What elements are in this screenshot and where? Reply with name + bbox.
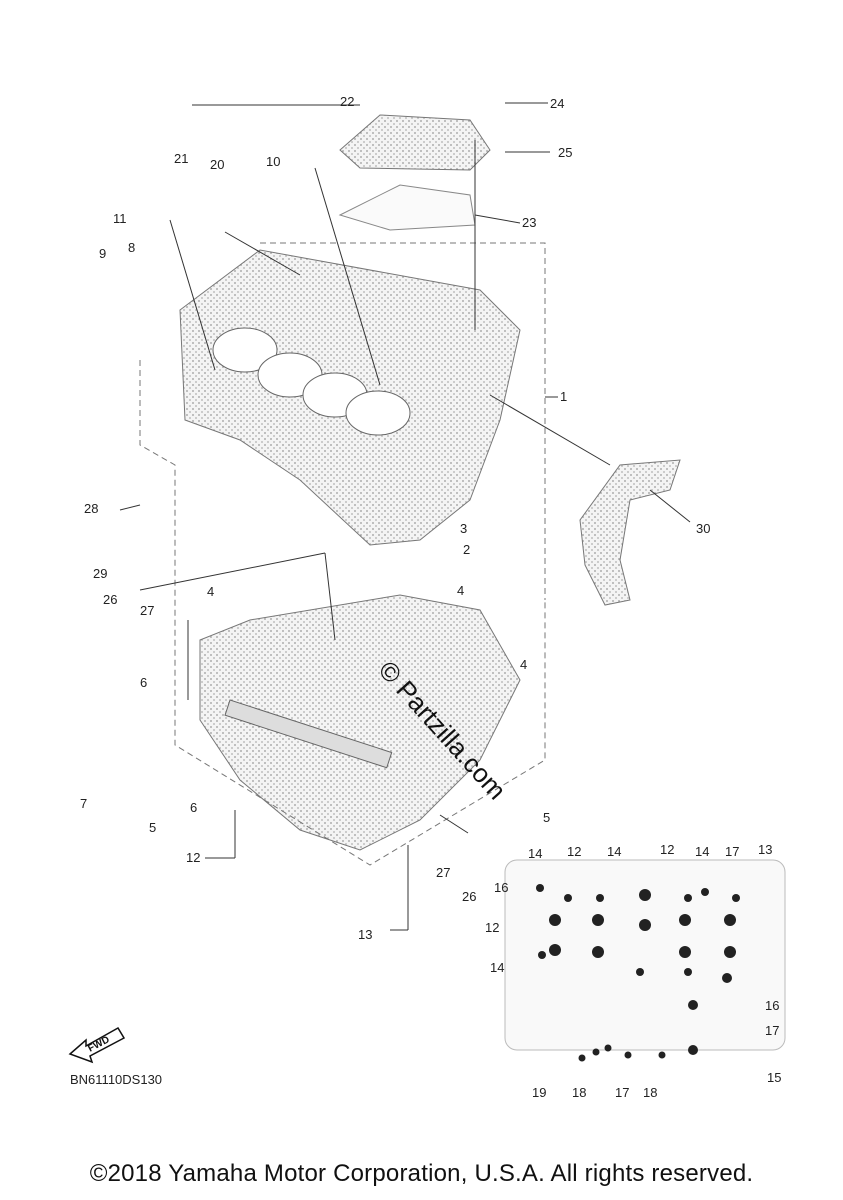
- bracket-part: [579, 459, 681, 606]
- bolt-pattern-view: [504, 859, 786, 1062]
- callout-13: 13: [758, 842, 772, 857]
- diagram-code: BN61110DS130: [70, 1072, 163, 1087]
- callout-26: 26: [462, 889, 476, 904]
- callout-13: 13: [358, 927, 372, 942]
- callout-27: 27: [436, 865, 450, 880]
- callout-16: 16: [494, 880, 508, 895]
- callout-4: 4: [457, 583, 464, 598]
- dashed-assembly-lines: [139, 242, 546, 866]
- callout-12: 12: [567, 844, 581, 859]
- callout-27: 27: [140, 603, 154, 618]
- copyright-footer: ©2018 Yamaha Motor Corporation, U.S.A. A…: [89, 1160, 754, 1187]
- callout-25: 25: [558, 145, 572, 160]
- callout-5: 5: [149, 820, 156, 835]
- leader-lines: [119, 102, 691, 931]
- callout-12: 12: [485, 920, 499, 935]
- callout-6: 6: [140, 675, 147, 690]
- callout-16: 16: [765, 998, 779, 1013]
- callout-18: 18: [643, 1085, 657, 1100]
- callout-17: 17: [615, 1085, 629, 1100]
- callout-4: 4: [520, 657, 527, 672]
- callout-14: 14: [490, 960, 504, 975]
- callout-17: 17: [765, 1023, 779, 1038]
- callouts: 1 2 3 4 4 4 4 5 5 6 6 7 8 9 10 11 12 12 …: [80, 94, 781, 1100]
- callout-23: 23: [522, 215, 536, 230]
- upper-crankcase: [179, 249, 521, 546]
- callout-7: 7: [80, 796, 87, 811]
- callout-30: 30: [696, 521, 710, 536]
- callout-12: 12: [186, 850, 200, 865]
- callout-5: 5: [543, 810, 550, 825]
- callout-18: 18: [572, 1085, 586, 1100]
- callout-24: 24: [550, 96, 564, 111]
- callout-28: 28: [84, 501, 98, 516]
- callout-9: 9: [99, 246, 106, 261]
- callout-17: 17: [725, 844, 739, 859]
- fwd-arrow-icon: FWD: [68, 1026, 126, 1064]
- callout-29: 29: [93, 566, 107, 581]
- callout-19: 19: [532, 1085, 546, 1100]
- callout-15: 15: [767, 1070, 781, 1085]
- callout-22: 22: [340, 94, 354, 109]
- callout-6: 6: [190, 800, 197, 815]
- lower-crankcase: [199, 594, 521, 851]
- callout-12: 12: [660, 842, 674, 857]
- callout-20: 20: [210, 157, 224, 172]
- callout-14: 14: [528, 846, 542, 861]
- callout-26: 26: [103, 592, 117, 607]
- callout-1: 1: [560, 389, 567, 404]
- callout-8: 8: [128, 240, 135, 255]
- callout-4: 4: [207, 584, 214, 599]
- callout-11: 11: [113, 211, 127, 226]
- callout-14: 14: [695, 844, 709, 859]
- oil-pan-cover: [338, 114, 491, 231]
- callout-14: 14: [607, 844, 621, 859]
- callout-10: 10: [266, 154, 280, 169]
- callout-3: 3: [460, 521, 467, 536]
- callout-21: 21: [174, 151, 188, 166]
- callout-2: 2: [463, 542, 470, 557]
